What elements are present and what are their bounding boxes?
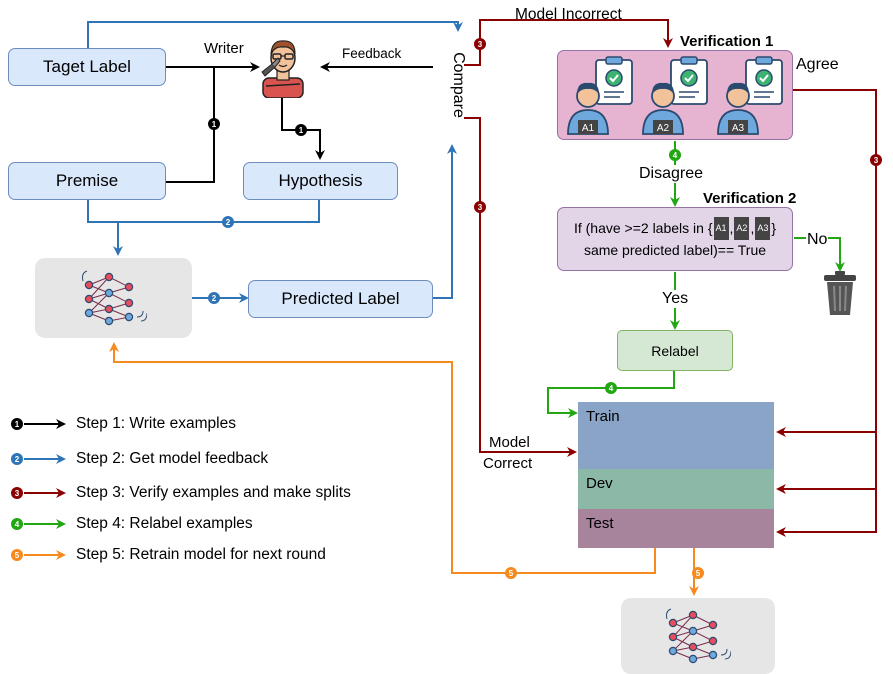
badge-step3 [870,154,882,166]
trash-icon [824,271,856,315]
legend-label-step5: Step 5: Retrain model for next round [76,546,326,563]
model-incorrect-label: Model Incorrect [515,6,622,23]
badge-step2-text: 2 [212,294,217,303]
model-correct-label-2: Correct [483,455,533,472]
badge-step5 [692,567,704,579]
badge-a3: A3 [755,217,771,240]
disagree-label: Disagree [637,165,706,183]
badge-step2 [208,292,220,304]
legend-arrow-step5: 5 [11,549,66,561]
rule-suffix: } [771,220,777,236]
step2-arrows [87,21,463,303]
predicted-label-text: Predicted Label [281,289,400,308]
agree-label: Agree [796,56,839,73]
legend-badge-step1: 1 [15,420,20,429]
annotator-icon: A2 [642,56,708,135]
rule-prefix: If (have >=2 labels in { [573,220,713,236]
legend-label-step3: Step 3: Verify examples and make splits [76,484,351,501]
test-split: Test [578,509,774,548]
legend-arrow-step4: 4 [11,518,66,530]
model-box-top [35,258,192,338]
badge-step1-text: 1 [299,126,304,135]
badge-step1 [295,124,307,136]
badge-step1 [208,118,220,130]
legend-badge-step4: 4 [15,520,20,529]
annotator-label-a2: A2 [657,123,670,134]
legend-arrow-step3: 3 [11,487,66,499]
premise-text: Premise [55,171,119,190]
badge-step4-text: 4 [673,151,678,160]
legend-arrow-step1: 1 [11,418,66,430]
relabel-text: Relabel [651,342,699,359]
step3-arrows [464,19,877,537]
badge-step1-text: 1 [212,120,217,129]
model-correct-label-1: Model [488,434,531,451]
badge-step3 [474,201,486,213]
relabel-box: Relabel [617,330,733,371]
target-label-text: Taget Label [43,57,131,76]
dev-split: Dev [578,469,774,509]
badge-step3-text: 3 [478,40,483,49]
legend-badge-step3: 3 [15,489,20,498]
dev-label: Dev [586,475,613,492]
badge-step3-text: 3 [874,156,879,165]
legend-item-step5: 5 Step 5: Retrain model for next round [10,545,326,565]
legend-item-step4: 4 Step 4: Relabel examples [10,514,253,534]
yes-label: Yes [660,290,691,308]
neural-network-icon [81,270,147,326]
legend-arrow-step2: 2 [11,453,66,465]
legend-item-step1: 1 Step 1: Write examples [10,414,236,434]
verification2-rule-line2: same predicted label)== True [583,242,767,258]
model-box-bottom [621,598,775,674]
legend-badge-step5: 5 [15,551,20,560]
verification1-title: Verification 1 [680,33,774,50]
badge-step3-text: 3 [478,203,483,212]
writer-label: Writer [204,40,244,57]
badge-step4 [605,382,617,394]
badge-step2 [222,216,234,228]
neural-network-icon [666,608,731,664]
verification1-box: A1 A2 A3 [557,50,793,140]
legend-badge-step2: 2 [15,455,20,464]
badge-step4 [669,149,681,161]
target-label-box: Taget Label [8,48,166,86]
train-label: Train [586,408,620,425]
badge-step4-text: 4 [609,384,614,393]
test-label: Test [586,515,614,532]
badge-step5-text: 5 [509,569,514,578]
badge-a2: A2 [734,217,750,240]
hypothesis-text: Hypothesis [278,171,363,190]
verification2-rule-line1: If (have >=2 labels in { A1, A2, A3 } [574,217,776,240]
legend-label-step1: Step 1: Write examples [76,415,236,432]
writer-icon [261,40,304,98]
annotator-icon: A3 [717,56,784,135]
feedback-label: Feedback [342,46,402,61]
legend-item-step3: 3 Step 3: Verify examples and make split… [10,483,351,503]
verification2-box: If (have >=2 labels in { A1, A2, A3 } sa… [557,207,793,271]
badge-step3 [474,38,486,50]
hypothesis-box: Hypothesis [243,162,398,200]
no-label: No [806,231,829,249]
annotator-label-a1: A1 [582,123,595,134]
train-split: Train [578,402,774,469]
premise-box: Premise [8,162,166,200]
legend-item-step2: 2 Step 2: Get model feedback [10,449,268,469]
badge-step2-text: 2 [226,218,231,227]
verification2-title: Verification 2 [703,190,797,207]
badge-a1: A1 [713,217,729,240]
predicted-label-box: Predicted Label [248,280,433,318]
annotator-label-a3: A3 [732,123,745,134]
annotator-icon: A1 [566,56,633,135]
badge-step5 [505,567,517,579]
badge-step5-text: 5 [696,569,701,578]
legend-label-step4: Step 4: Relabel examples [76,515,253,532]
legend-label-step2: Step 2: Get model feedback [76,450,269,467]
